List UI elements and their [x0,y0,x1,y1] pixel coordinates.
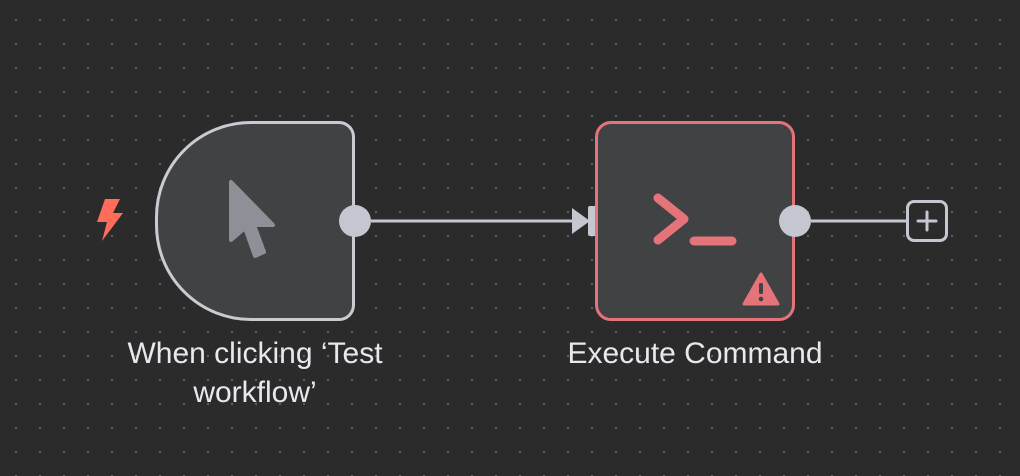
mouse-pointer-icon [229,180,275,258]
lightning-bolt-icon [97,199,123,241]
execute-command-node[interactable] [595,121,795,321]
add-node-button[interactable] [906,200,948,242]
connection-arrowhead [572,208,590,234]
trigger-node[interactable] [155,121,355,321]
trigger-node-label: When clicking ‘Test workflow’ [127,337,383,409]
warning-triangle-icon[interactable] [742,272,780,306]
execute-command-node-label: Execute Command [567,337,823,370]
trigger-output-handle[interactable] [339,205,371,237]
terminal-prompt-icon [653,193,737,246]
execute-output-handle[interactable] [779,205,811,237]
plus-icon [916,210,938,232]
